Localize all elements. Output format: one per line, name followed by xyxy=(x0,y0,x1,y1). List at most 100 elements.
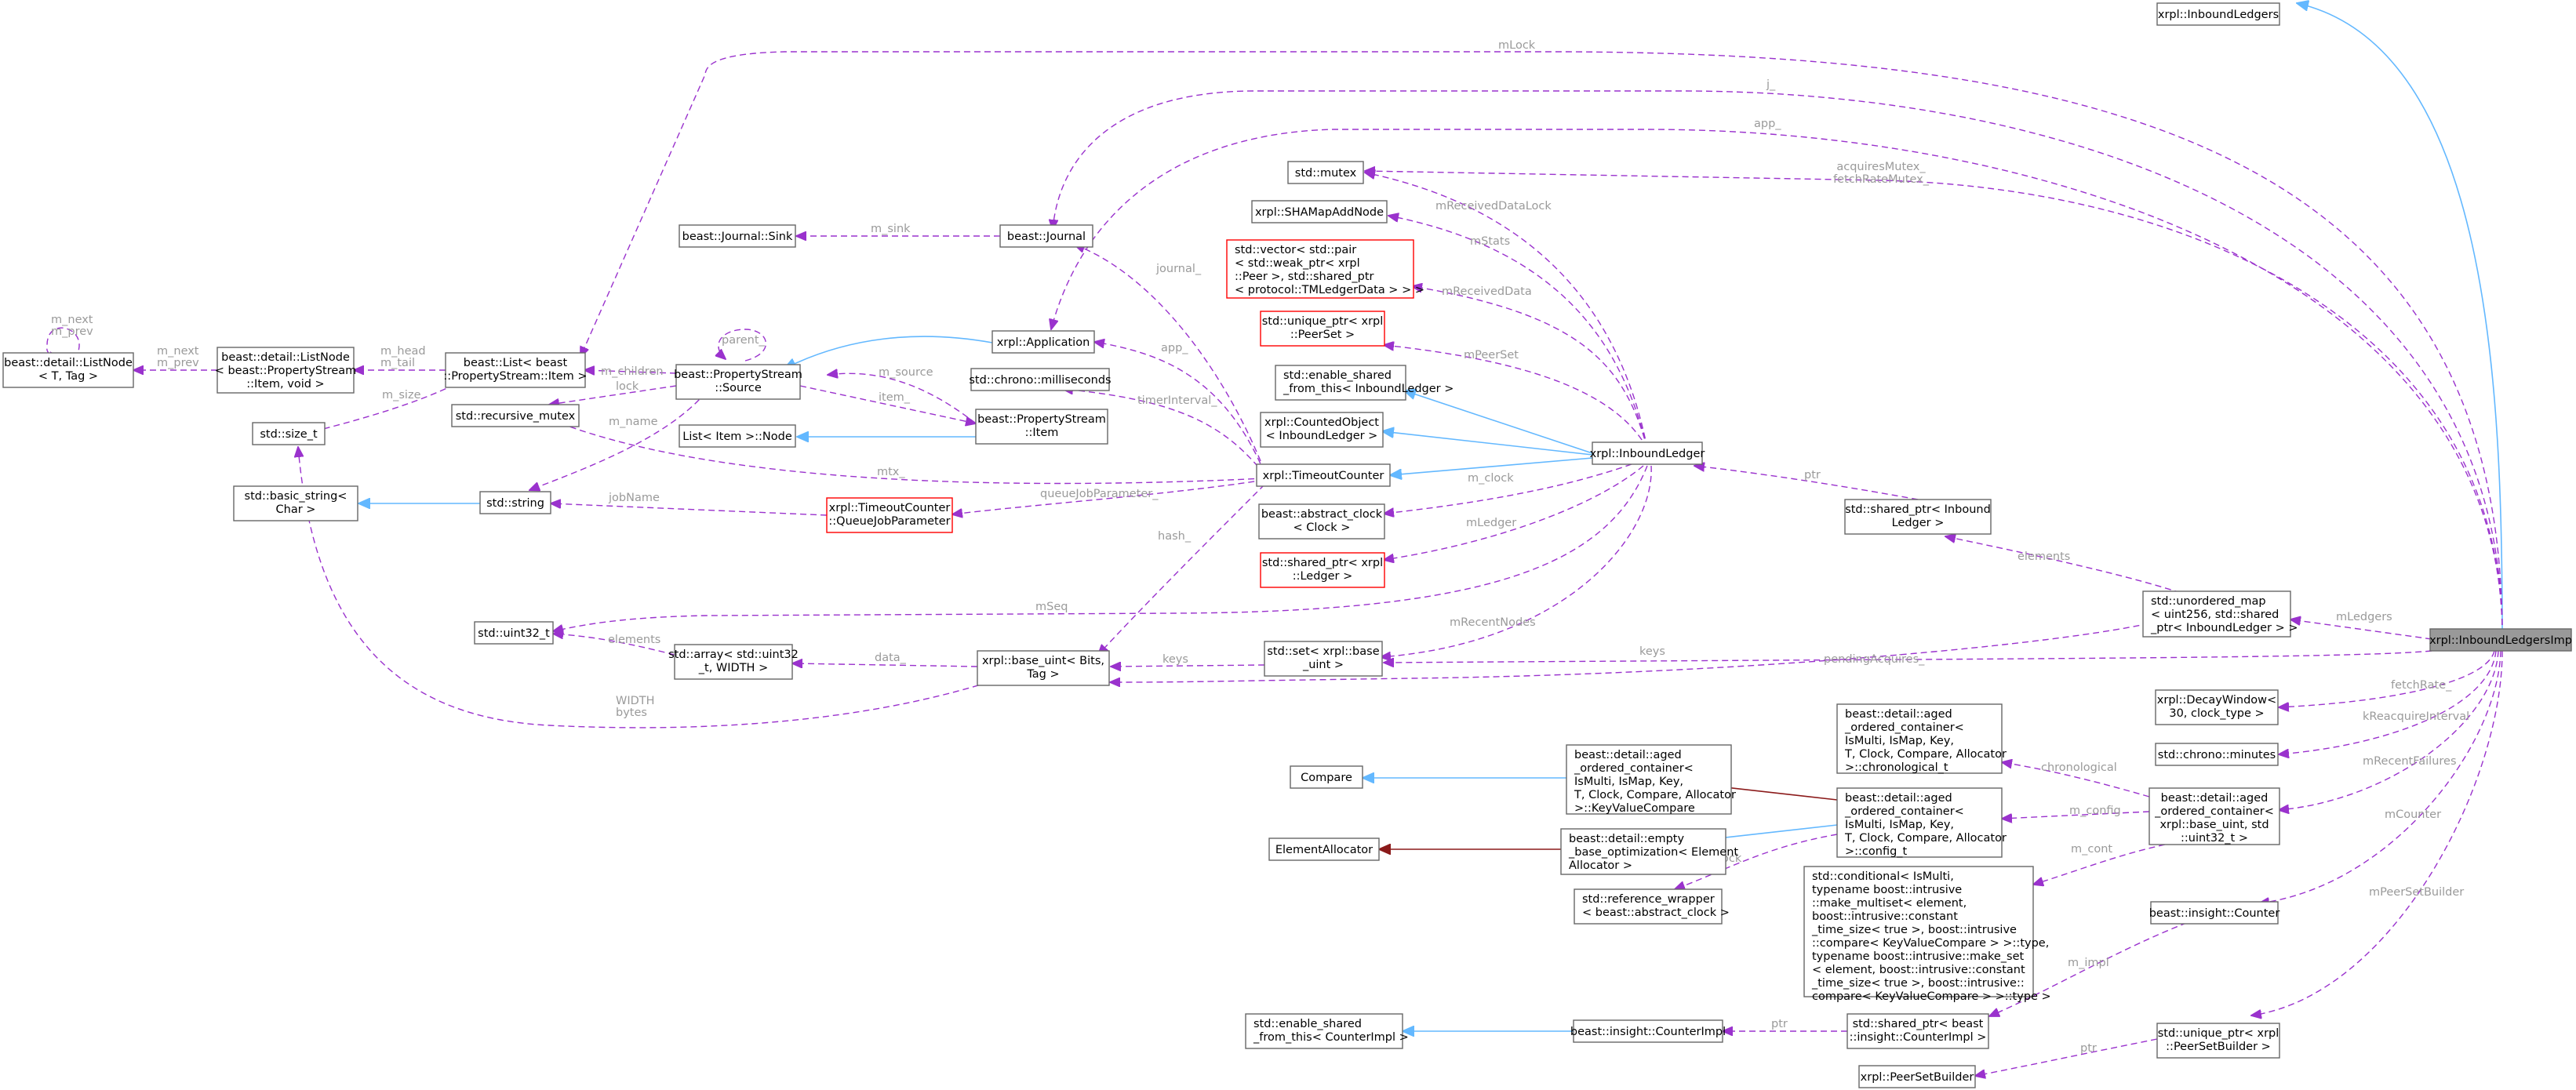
node-aged-kvc[interactable]: beast::detail::aged_ordered_container<Is… xyxy=(1566,744,1736,815)
label-pendingacquires: pendingAcquires_ xyxy=(1824,653,1925,666)
node-minutes[interactable]: std::chrono::minutes xyxy=(2155,743,2279,766)
node-list-item-node[interactable]: List< Item >::Node xyxy=(679,424,796,448)
label-timerinterval: timerInterval_ xyxy=(1137,394,1217,407)
node-conditional[interactable]: std::conditional< IsMulti,typename boost… xyxy=(1803,866,2051,1003)
node-recursive-mutex[interactable]: std::recursive_mutex xyxy=(451,404,580,427)
node-detail-listnode-t[interactable]: beast::detail::ListNode< T, Tag > xyxy=(2,352,134,388)
label-j: j_ xyxy=(1766,78,1776,91)
edges xyxy=(45,3,2503,1076)
node-peersetbuilder[interactable]: xrpl::PeerSetBuilder xyxy=(1858,1065,1976,1088)
edge-msource xyxy=(828,373,977,424)
node-empty-base[interactable]: beast::detail::empty_base_optimization< … xyxy=(1560,828,1738,875)
label-mcont: m_cont xyxy=(2071,843,2112,856)
node-counterimpl[interactable]: beast::insight::CounterImpl xyxy=(1570,1019,1726,1043)
node-array[interactable]: std::array< std::uint32_t, WIDTH > xyxy=(668,644,799,680)
label-mclock: m_clock xyxy=(1468,472,1514,485)
node-decay-window[interactable]: xrpl::DecayWindow<30, clock_type > xyxy=(2155,689,2279,725)
node-counted-object[interactable]: xrpl::CountedObject< InboundLedger > xyxy=(1260,412,1384,448)
edge-ptr-inbound xyxy=(1694,466,1919,500)
svg-text:std::shared_ptr< InboundLedger: std::shared_ptr< InboundLedger > xyxy=(1845,503,1991,529)
label-acquires: acquiresMutex_fetchRateMutex_ xyxy=(1833,161,1930,186)
label-mrecentnodes: mRecentNodes xyxy=(1450,616,1536,629)
node-abstract-clock[interactable]: beast::abstract_clock< Clock > xyxy=(1258,503,1385,540)
node-unordered-map[interactable]: std::unordered_map< uint256, std::shared… xyxy=(2142,590,2298,638)
node-aged-base[interactable]: beast::detail::aged_ordered_container<xr… xyxy=(2148,787,2280,845)
node-compare[interactable]: Compare xyxy=(1290,765,1363,789)
svg-text:std::chrono::minutes: std::chrono::minutes xyxy=(2158,749,2276,761)
node-shared-ptr-counterimpl[interactable]: std::shared_ptr< beast::insight::Counter… xyxy=(1846,1013,1989,1049)
node-size-t[interactable]: std::size_t xyxy=(252,422,326,445)
edge-app2 xyxy=(1094,342,1265,474)
svg-text:beast::detail::empty_base_opti: beast::detail::empty_base_optimization< … xyxy=(1568,833,1738,872)
node-timeoutcounter[interactable]: xrpl::TimeoutCounter xyxy=(1256,463,1391,487)
edge-hash xyxy=(1098,484,1265,655)
label-elements-arr: elements xyxy=(608,634,660,646)
node-insight-counter[interactable]: beast::insight::Counter xyxy=(2149,901,2280,925)
label-mpeerset: mPeerSet xyxy=(1464,349,1519,362)
edge-mcounter xyxy=(2259,650,2501,903)
node-inboundledger[interactable]: xrpl::InboundLedger xyxy=(1590,441,1705,465)
node-detail-listnode-ps[interactable]: beast::detail::ListNode< beast::Property… xyxy=(215,347,357,394)
edge-jobname xyxy=(551,503,828,516)
label-jobname: jobName xyxy=(608,492,660,504)
node-vector-pair[interactable]: std::vector< std::pair< std::weak_ptr< x… xyxy=(1226,239,1424,299)
svg-text:std::shared_ptr< xrpl::Ledger: std::shared_ptr< xrpl::Ledger > xyxy=(1262,557,1383,583)
svg-text:std::string: std::string xyxy=(486,497,544,510)
label-queuejob: queueJobParameter_ xyxy=(1040,488,1159,500)
node-unique-ptr-peerset[interactable]: std::unique_ptr< xrpl::PeerSet > xyxy=(1260,311,1385,347)
edge-kreacquire xyxy=(2279,650,2497,754)
node-enable-shared-counterimpl[interactable]: std::enable_shared_from_this< CounterImp… xyxy=(1245,1013,1409,1049)
node-mutex[interactable]: std::mutex xyxy=(1287,161,1364,184)
svg-text:xrpl::InboundLedger: xrpl::InboundLedger xyxy=(1590,448,1705,460)
node-journal-sink[interactable]: beast::Journal::Sink xyxy=(679,224,796,248)
node-journal[interactable]: beast::Journal xyxy=(999,224,1093,248)
node-aged-config[interactable]: beast::detail::aged_ordered_container<Is… xyxy=(1836,787,2007,858)
edge-ptr-psb xyxy=(1975,1038,2158,1076)
node-basic-string[interactable]: std::basic_string<Char > xyxy=(233,485,358,521)
node-inboundledgers[interactable]: xrpl::InboundLedgers xyxy=(2156,2,2280,26)
node-base-uint[interactable]: xrpl::base_uint< Bits,Tag > xyxy=(977,650,1110,686)
label-mstats: mStats xyxy=(1470,235,1510,248)
node-queue-job-parameter[interactable]: xrpl::TimeoutCounter::QueueJobParameter xyxy=(826,497,953,533)
node-element-allocator[interactable]: ElementAllocator xyxy=(1268,837,1380,861)
edge-mimpl xyxy=(1989,918,2197,1016)
edge-pendingacquires xyxy=(1384,650,2432,663)
node-string[interactable]: std::string xyxy=(479,491,551,514)
edge-fetchrate xyxy=(2279,650,2495,707)
svg-text:beast::detail::aged_ordered_co: beast::detail::aged_ordered_container<Is… xyxy=(1844,708,2007,774)
node-inboundledgersimp[interactable]: xrpl::InboundLedgersImp xyxy=(2429,628,2572,652)
label-item: item_ xyxy=(879,391,911,404)
node-propertystream-source[interactable]: beast::PropertyStream::Source xyxy=(674,364,802,400)
node-application[interactable]: xrpl::Application xyxy=(991,330,1095,354)
node-unique-ptr-peersetbuilder[interactable]: std::unique_ptr< xrpl::PeerSetBuilder > xyxy=(2156,1023,2280,1059)
svg-text:beast::Journal::Sink: beast::Journal::Sink xyxy=(682,231,793,243)
node-set-base-uint[interactable]: std::set< xrpl::base_uint > xyxy=(1264,641,1383,677)
node-reference-wrapper[interactable]: std::reference_wrapper< beast::abstract_… xyxy=(1574,888,1730,925)
label-mimpl: m_impl xyxy=(2068,957,2109,969)
svg-text:beast::detail::aged_ordered_co: beast::detail::aged_ordered_container<xr… xyxy=(2154,792,2274,845)
label-mlock: mLock xyxy=(1498,39,1536,52)
svg-text:std::unordered_map< uint256, s: std::unordered_map< uint256, std::shared… xyxy=(2150,595,2298,634)
node-shared-ptr-ledger[interactable]: std::shared_ptr< xrpl::Ledger > xyxy=(1260,552,1385,588)
label-fetchrate: fetchRate_ xyxy=(2391,679,2452,692)
node-list-ps-item[interactable]: beast::List< beast::PropertyStream::Item… xyxy=(443,352,588,388)
node-uint32[interactable]: std::uint32_t xyxy=(474,621,554,645)
node-enable-shared-inbound[interactable]: std::enable_shared_from_this< InboundLed… xyxy=(1275,365,1454,401)
svg-text:std::enable_shared_from_this<: std::enable_shared_from_this< InboundLed… xyxy=(1283,369,1454,395)
edge-mstats xyxy=(1388,216,1648,449)
svg-text:beast::detail::aged_ordered_co: beast::detail::aged_ordered_container<Is… xyxy=(1574,749,1736,815)
label-parent: parent_ xyxy=(722,334,766,347)
svg-text:xrpl::PeerSetBuilder: xrpl::PeerSetBuilder xyxy=(1861,1071,1974,1084)
svg-text:std::size_t: std::size_t xyxy=(260,428,318,441)
node-aged-chronological[interactable]: beast::detail::aged_ordered_container<Is… xyxy=(1836,703,2007,774)
label-mreceiveddatalock: mReceivedDataLock xyxy=(1435,200,1552,213)
node-shamapaddnode[interactable]: xrpl::SHAMapAddNode xyxy=(1251,200,1388,223)
node-milliseconds[interactable]: std::chrono::milliseconds xyxy=(969,368,1112,391)
svg-text:xrpl::base_uint< Bits,Tag >: xrpl::base_uint< Bits,Tag > xyxy=(982,655,1104,681)
node-propertystream-item[interactable]: beast::PropertyStream::Item xyxy=(975,409,1108,445)
